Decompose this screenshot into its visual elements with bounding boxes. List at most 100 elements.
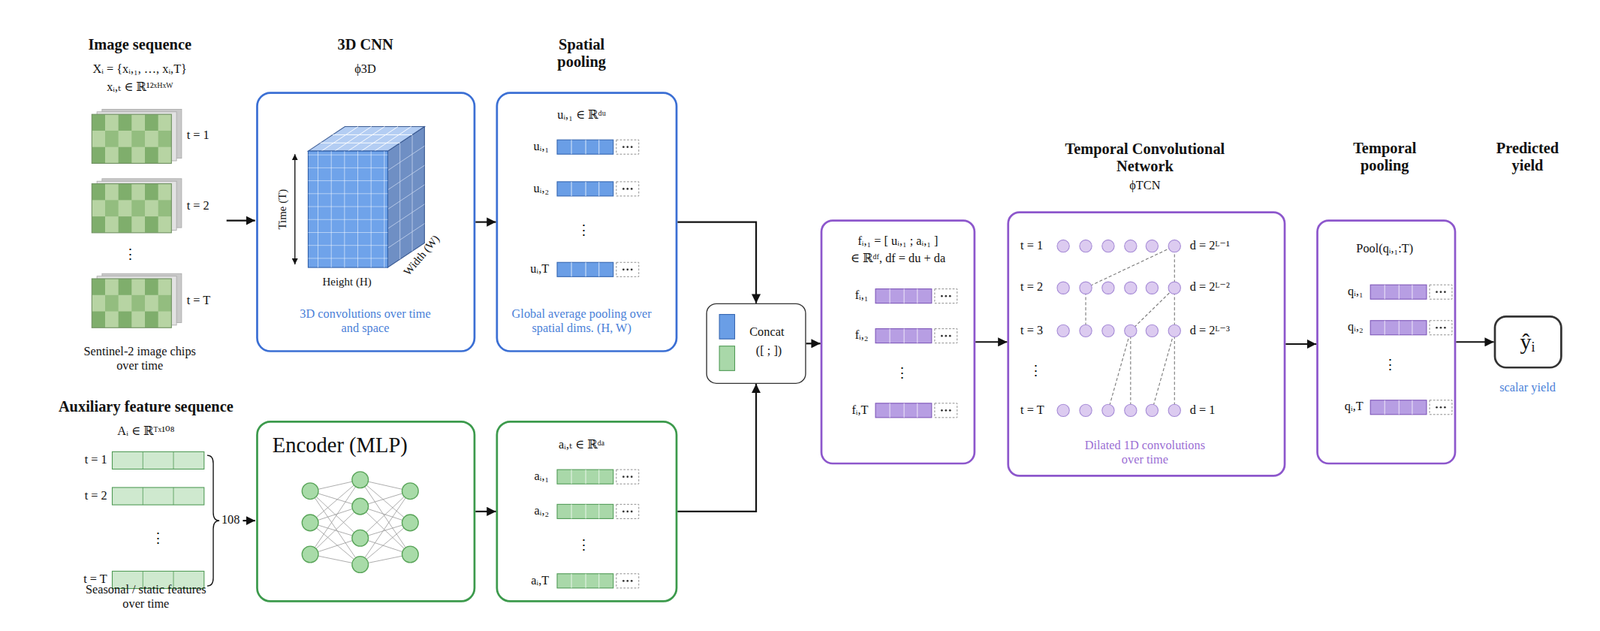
feature-vector-bars [1370,400,1453,415]
flow-arrow [1285,343,1317,345]
flow-arrow [806,342,821,344]
neural-net-illustration [352,471,369,489]
node-text: scalar yield [1499,380,1556,395]
node-text: ŷᵢ [1520,328,1536,355]
node-text: Pool(qᵢ,₁:T) [1355,241,1414,257]
tcn-illustration [1057,281,1181,294]
auxiliary-feature-rows [111,451,204,469]
node-text: 3D convolutions over time and space [298,307,432,336]
neural-net-illustration [301,545,319,563]
feature-vector-bars [875,289,958,304]
label-text: t = 1 [84,453,108,468]
node-title: Predicted yield [1486,139,1569,175]
feature-vector-bars [875,328,958,344]
process-box: Temporal Convolutional NetworkϕTCNt = 1t… [1006,210,1286,477]
node-text: uᵢ,₁ [533,139,550,154]
node-title: Temporal Convolutional Network [1035,140,1255,176]
cube-illustration [295,126,425,269]
process-box: Concat ([ ; ]) [705,303,806,384]
feature-vector-bars [557,573,639,588]
image-chip-stack [91,178,182,233]
node-text: d = 2ᴸ⁻¹ [1190,238,1230,254]
node-text: ⋮ [894,364,910,382]
node-text: aᵢ,₁ [533,469,549,484]
image-chip-stack [91,108,182,163]
neural-net-illustration [401,514,419,531]
cube-illustration [387,134,425,260]
node-text: fᵢ,₂ [855,328,869,344]
feature-vector-bars [557,469,639,484]
flow-arrow [677,222,757,304]
feature-vector-bars [1370,284,1453,299]
feature-vector-bars [875,403,958,418]
node-text: d = 2ᴸ⁻² [1190,280,1230,296]
tcn-illustration [1057,239,1181,416]
label-text: Xᵢ = {xᵢ,₁, …, xᵢ,T} [92,62,187,77]
node-text: aᵢ,T [530,573,549,588]
node-text: d = 2ᴸ⁻³ [1190,323,1230,338]
neural-net-illustration [352,497,369,515]
cube-illustration [307,150,388,268]
feature-vector-bars [557,503,639,519]
tcn-illustration [1057,239,1181,252]
node-text: Dilated 1D convolutions over time [1073,439,1217,468]
node-text: uᵢ,₂ [533,181,550,196]
node-text: ⋮ [1383,357,1398,374]
neural-net-illustration [301,482,319,500]
node-title: Spatial pooling [540,36,623,73]
node-text: t = 1 [1020,238,1043,254]
image-chip-stack [91,108,182,328]
tcn-illustration [1057,324,1181,337]
feature-vector-bars [557,139,639,154]
node-text: uᵢ,T [530,262,549,277]
label-text: t = 1 [186,128,210,143]
cube-illustration [307,126,425,152]
node-text: qᵢ,₂ [1347,320,1364,335]
feature-vector-bars [557,262,639,277]
label-text: xᵢ,ₜ ∈ ℝ¹²ˣᴴˣᵂ [106,81,173,96]
label-text: ⋮ [150,530,166,548]
node-title: 3D CNN [337,36,393,54]
concat-swatch [719,314,735,371]
concat-swatch [719,314,735,340]
node-text: fᵢ,T [851,403,868,418]
label-text: ⋮ [123,247,138,264]
label-text: Auxiliary feature sequence [58,398,234,416]
node-text: qᵢ,T [1344,400,1364,415]
node-text: ϕ3D [354,62,377,77]
image-chip-stack [91,273,182,328]
flow-arrow [475,221,496,223]
neural-net-illustration [352,529,369,546]
process-box: 3D CNNϕ3DTime (T)Height (H)Width (W)3D c… [256,91,476,353]
node-text: qᵢ,₁ [1347,284,1364,299]
node-title: Temporal pooling [1343,139,1426,175]
neural-net-illustration [301,514,319,531]
cube-illustration [307,150,388,268]
node-title: Concat [749,325,784,340]
neural-net-illustration [301,471,419,573]
process-box: Temporal poolingPool(qᵢ,₁:T)qᵢ,₁qᵢ,₂⋮qᵢ,… [1316,219,1456,465]
concat-swatch [719,346,735,371]
node-title: fᵢ,₁ = [ uᵢ,₁ ; aᵢ,₁ ] [857,235,938,250]
process-box: aᵢ,ₜ ∈ ℝᵈᵃaᵢ,₁aᵢ,₂⋮aᵢ,T [496,420,678,603]
flow-arrow [475,510,496,513]
cube-illustration [294,153,296,265]
node-text: Height (H) [322,275,371,289]
node-text: ⋮ [576,537,591,555]
node-text: ([ ; ]) [756,343,782,358]
node-text: d = 1 [1190,403,1216,418]
label-text: t = 2 [186,198,210,214]
node-text: t = T [1020,403,1045,418]
auxiliary-feature-rows [111,451,204,588]
node-text: ϕTCN [1129,178,1161,193]
process-box: fᵢ,₁ = [ uᵢ,₁ ; aᵢ,₁ ]∈ ℝᵈᶠ, df = du + d… [820,219,977,465]
label-text: Aᵢ ∈ ℝᵀˣ¹⁰⁸ [117,424,175,440]
node-title: aᵢ,ₜ ∈ ℝᵈᵃ [558,437,605,452]
cube-illustration [320,126,413,152]
feature-brace [207,454,220,586]
label-text: Image sequence [87,36,192,54]
neural-net-illustration [401,545,419,563]
node-text: Time (T) [276,189,290,230]
